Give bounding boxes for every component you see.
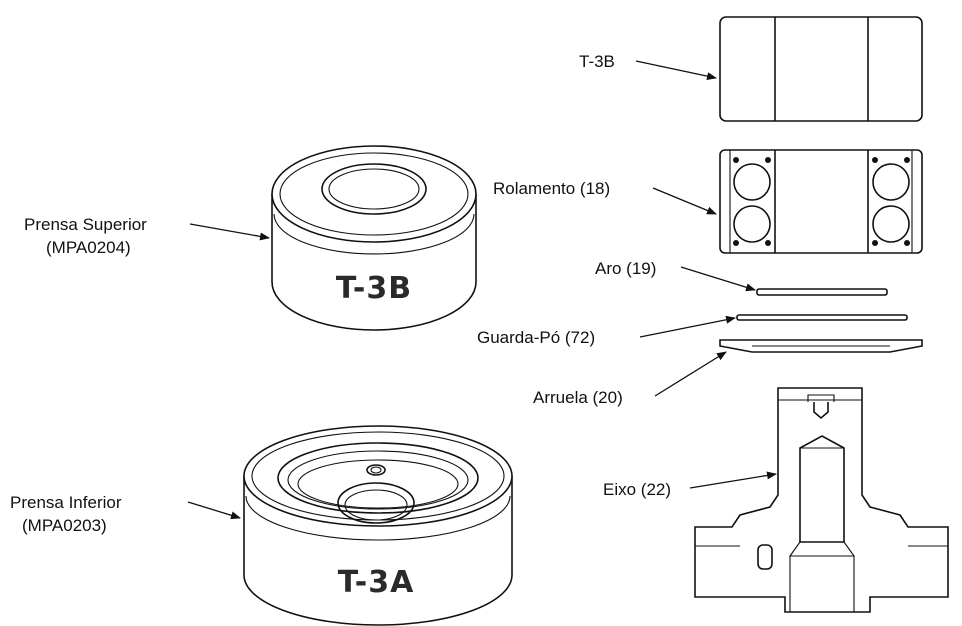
label-prensa-inferior-code: (MPA0203) [22, 516, 107, 535]
label-rolamento: Rolamento (18) [493, 179, 610, 198]
label-t3b: T-3B [579, 52, 615, 71]
upper-press-drawing: T-3B [271, 145, 477, 331]
dust-shield-drawing [736, 314, 908, 321]
lower-press-embossed-text: T-3A [338, 565, 415, 600]
label-aro: Aro (19) [595, 259, 656, 278]
label-prensa-inferior-name: Prensa Inferior [10, 493, 122, 512]
ring-drawing [756, 288, 888, 296]
washer-drawing [719, 339, 923, 353]
label-eixo: Eixo (22) [603, 480, 671, 499]
label-prensa-superior-name: Prensa Superior [24, 215, 147, 234]
upper-press-embossed-text: T-3B [336, 271, 412, 306]
label-guarda-po: Guarda-Pó (72) [477, 328, 595, 347]
label-prensa-superior-code: (MPA0204) [46, 238, 131, 257]
label-arruela: Arruela (20) [533, 388, 623, 407]
leader-lines [187, 60, 777, 520]
lower-press-drawing: T-3A [243, 425, 513, 626]
bearing-drawing [719, 149, 923, 254]
shaft-drawing [694, 387, 949, 613]
t3b-block-drawing [719, 16, 923, 122]
